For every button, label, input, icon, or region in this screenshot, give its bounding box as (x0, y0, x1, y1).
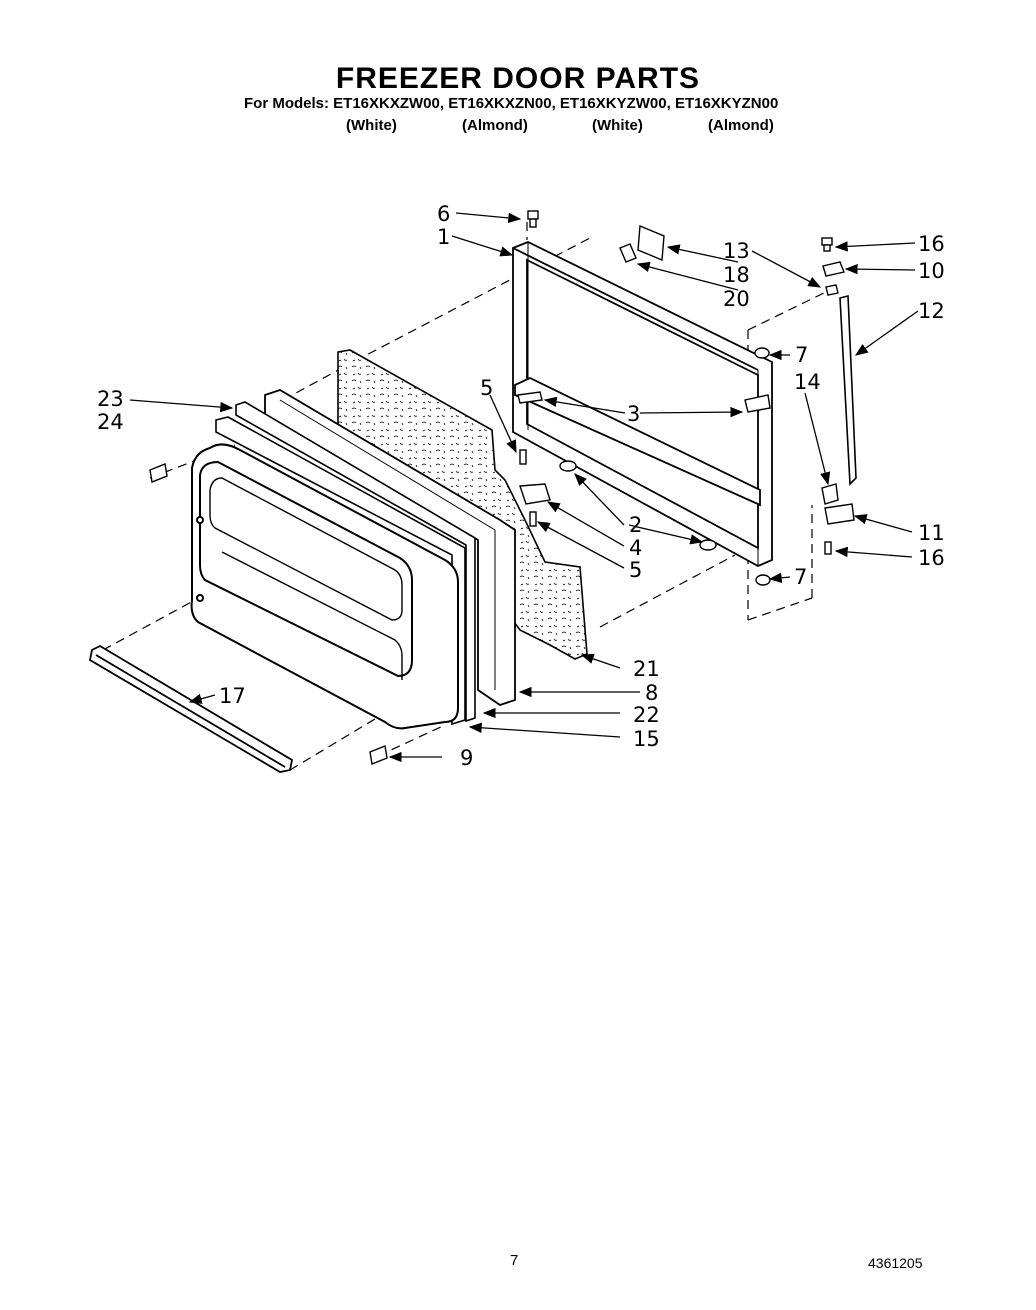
door-gasket (215, 401, 476, 726)
door-liner (190, 443, 459, 730)
callout-2: 2 (629, 513, 642, 537)
callout-7-bottom: 7 (794, 565, 807, 589)
callout-4: 4 (629, 536, 642, 560)
callout-15: 15 (633, 727, 660, 751)
callout-5-bottom: 5 (629, 558, 642, 582)
callout-21: 21 (633, 657, 660, 681)
models-line: For Models: ET16XKXZW00, ET16XKXZN00, ET… (244, 95, 779, 112)
callout-8: 8 (645, 681, 658, 705)
model-color-4: (Almond) (708, 117, 774, 134)
small-hardware (149, 210, 855, 765)
callout-10: 10 (918, 259, 945, 283)
callout-6: 6 (437, 202, 450, 226)
model-color-3: (White) (592, 117, 643, 134)
callout-11: 11 (918, 521, 945, 545)
callout-1: 1 (437, 225, 450, 249)
callout-16-bottom: 16 (918, 546, 945, 570)
page-title: FREEZER DOOR PARTS (335, 62, 701, 95)
callout-23: 23 (97, 387, 124, 411)
callout-24: 24 (97, 410, 124, 434)
callout-3: 3 (627, 402, 640, 426)
callout-9: 9 (460, 746, 473, 770)
callout-13: 13 (723, 239, 750, 263)
hinge-rod (839, 294, 857, 486)
callout-17: 17 (219, 684, 246, 708)
leader-lines (129, 212, 919, 763)
page-number: 7 (510, 1252, 519, 1269)
callout-12: 12 (918, 299, 945, 323)
callout-14: 14 (794, 370, 821, 394)
callout-20: 20 (723, 287, 750, 311)
callout-7-top: 7 (795, 343, 808, 367)
callout-labels: 6 1 13 18 20 16 10 12 7 14 5 3 23 24 2 4… (97, 202, 945, 770)
callout-16-top: 16 (918, 232, 945, 256)
callout-22: 22 (633, 703, 660, 727)
model-color-2: (Almond) (462, 117, 528, 134)
document-number: 4361205 (868, 1255, 923, 1271)
callout-18: 18 (723, 263, 750, 287)
callout-5-top: 5 (480, 376, 493, 400)
door-shelf-bar (88, 644, 294, 773)
model-color-1: (White) (346, 117, 397, 134)
